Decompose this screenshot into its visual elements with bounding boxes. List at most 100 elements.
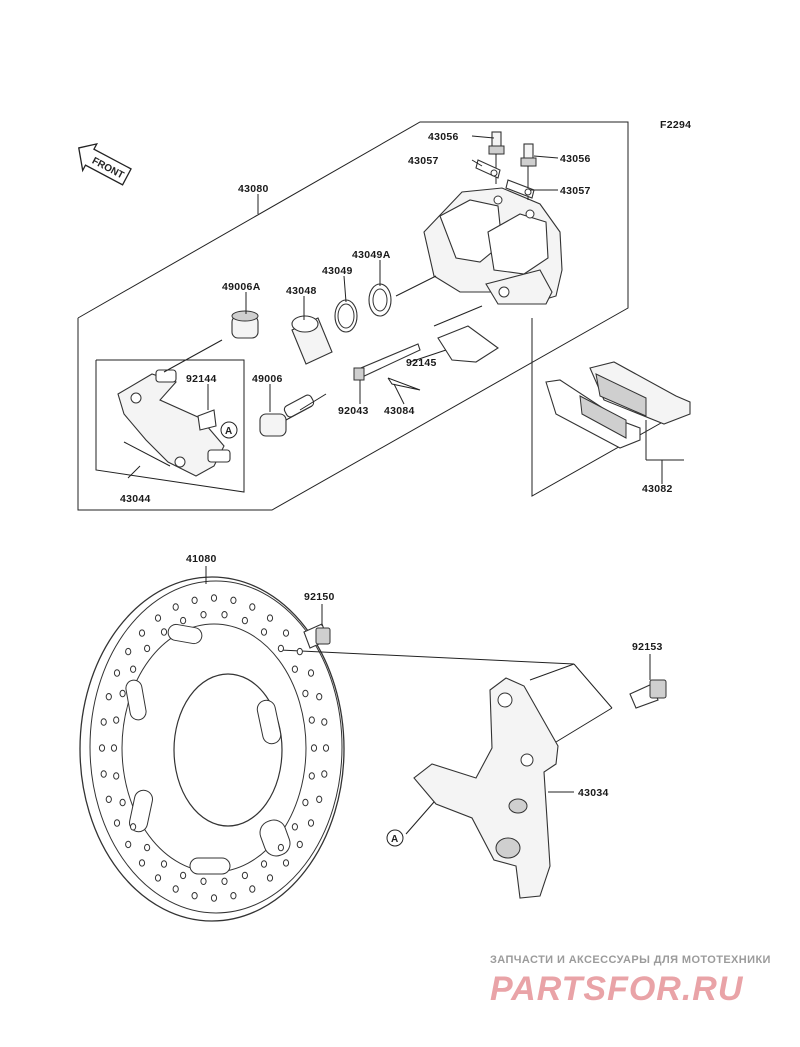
leader-lines (123, 135, 684, 835)
label-43048: 43048 (286, 285, 317, 297)
disc-vent-hole (180, 616, 187, 625)
label-43049: 43049 (322, 265, 353, 277)
disc-vent-hole (119, 798, 126, 807)
caliper-mount-43034 (413, 677, 559, 899)
label-92144: 92144 (186, 373, 217, 385)
disc-vent-hole (119, 689, 126, 698)
label-49006A: 49006A (222, 281, 261, 293)
disc-vent-hole (191, 596, 198, 604)
disc-vent-hole (138, 859, 146, 867)
disc-vent-hole (316, 693, 323, 701)
bolt-92153 (629, 679, 667, 709)
label-92145: 92145 (406, 357, 437, 369)
disc-vent-hole (302, 798, 309, 807)
disc-vent-hole (249, 603, 256, 611)
label-92150: 92150 (304, 591, 335, 603)
disc-vent-hole (200, 611, 207, 619)
disc-vent-hole (130, 665, 137, 673)
label-43082: 43082 (642, 483, 673, 495)
disc-vent-hole (172, 885, 179, 893)
label-43056-left: 43056 (428, 131, 459, 143)
disc-vent-hole (277, 644, 284, 653)
disc-vent-hole (210, 894, 218, 902)
disc-vent-hole (241, 871, 248, 880)
disc-vent-hole (322, 744, 330, 752)
brake-disc-41080 (79, 576, 345, 922)
front-arrow-icon: FRONT (78, 142, 132, 186)
label-41080: 41080 (186, 553, 217, 565)
disc-vent-hole (100, 718, 107, 726)
disc-vent-hole (172, 603, 179, 611)
label-49006: 49006 (252, 373, 283, 385)
piston-43048 (291, 315, 333, 365)
disc-vent-hole (302, 689, 309, 698)
label-43057-left: 43057 (408, 155, 439, 167)
brake-pad-front (589, 361, 691, 425)
disc-vent-hole (113, 772, 120, 780)
disc-vent-hole (100, 770, 107, 778)
bleeder-cap-left (475, 159, 501, 179)
disc-vent-hole (138, 629, 146, 637)
seal-43049 (334, 299, 358, 333)
disc-vent-hole (296, 647, 303, 656)
label-92153: 92153 (632, 641, 663, 653)
caliper-assembly-frame (77, 121, 629, 511)
disc-vent-hole (307, 669, 315, 677)
caliper-body (423, 187, 563, 305)
disc-vent-hole (98, 744, 106, 752)
disc-vent-hole (282, 629, 290, 637)
disc-vent-hole (282, 859, 290, 867)
disc-vent-hole (125, 647, 132, 656)
disc-vent-hole (105, 795, 112, 803)
disc-vent-hole (316, 795, 323, 803)
watermark-logo: PARTSFOR.RU (490, 970, 744, 1008)
disc-vent-hole (210, 594, 218, 602)
bracket-subframe (95, 359, 245, 493)
disc-vent-hole (113, 819, 121, 827)
bolt-92150 (303, 623, 331, 649)
disc-vent-hole (160, 860, 168, 868)
disc-vent-hole (144, 843, 151, 852)
pad-spring-92145 (437, 325, 499, 363)
disc-vent-hole (110, 744, 118, 752)
disc-vent-hole (291, 823, 298, 831)
seal-43049A (368, 283, 392, 317)
disc-vent-hole (113, 716, 120, 724)
disc-vent-hole (230, 892, 237, 900)
disc-vent-hole (144, 644, 151, 653)
label-43044: 43044 (120, 493, 151, 505)
disc-vent-hole (221, 611, 228, 619)
label-43057-right: 43057 (560, 185, 591, 197)
disc-vent-hole (191, 892, 198, 900)
pad-retainer-92144 (197, 409, 217, 431)
disc-vent-hole (221, 877, 228, 885)
label-92043: 92043 (338, 405, 369, 417)
boot-49006A (231, 310, 259, 339)
callout-a-upper: A (220, 421, 238, 439)
label-43084: 43084 (384, 405, 415, 417)
svg-text:A: A (225, 426, 232, 437)
bleeder-cap-right (505, 179, 535, 199)
label-43034: 43034 (578, 787, 609, 799)
disc-vent-hole (266, 614, 274, 622)
disc-vent-hole (260, 628, 268, 636)
disc-vent-hole (130, 823, 137, 831)
disc-vent-hole (310, 744, 318, 752)
pad-pin-92043 (353, 343, 421, 381)
label-43056-right: 43056 (560, 153, 591, 165)
disc-vent-hole (260, 860, 268, 868)
disc-vent-hole (241, 616, 248, 625)
disc-vent-hole (308, 716, 315, 724)
disc-vent-hole (230, 596, 237, 604)
boot-49006 (259, 394, 315, 437)
disc-vent-hole (125, 840, 132, 849)
disc-vent-hole (277, 843, 284, 852)
disc-vent-hole (154, 874, 162, 882)
caliper-bracket-43044 (117, 369, 231, 477)
disc-vent-hole (266, 874, 274, 882)
watermark-tagline: ЗАПЧАСТИ И АКСЕССУАРЫ ДЛЯ МОТОТЕХНИКИ (490, 954, 771, 966)
callout-a-lower: A (386, 829, 404, 847)
diagram-code: F2294 (660, 119, 691, 131)
svg-text:A: A (391, 834, 398, 845)
